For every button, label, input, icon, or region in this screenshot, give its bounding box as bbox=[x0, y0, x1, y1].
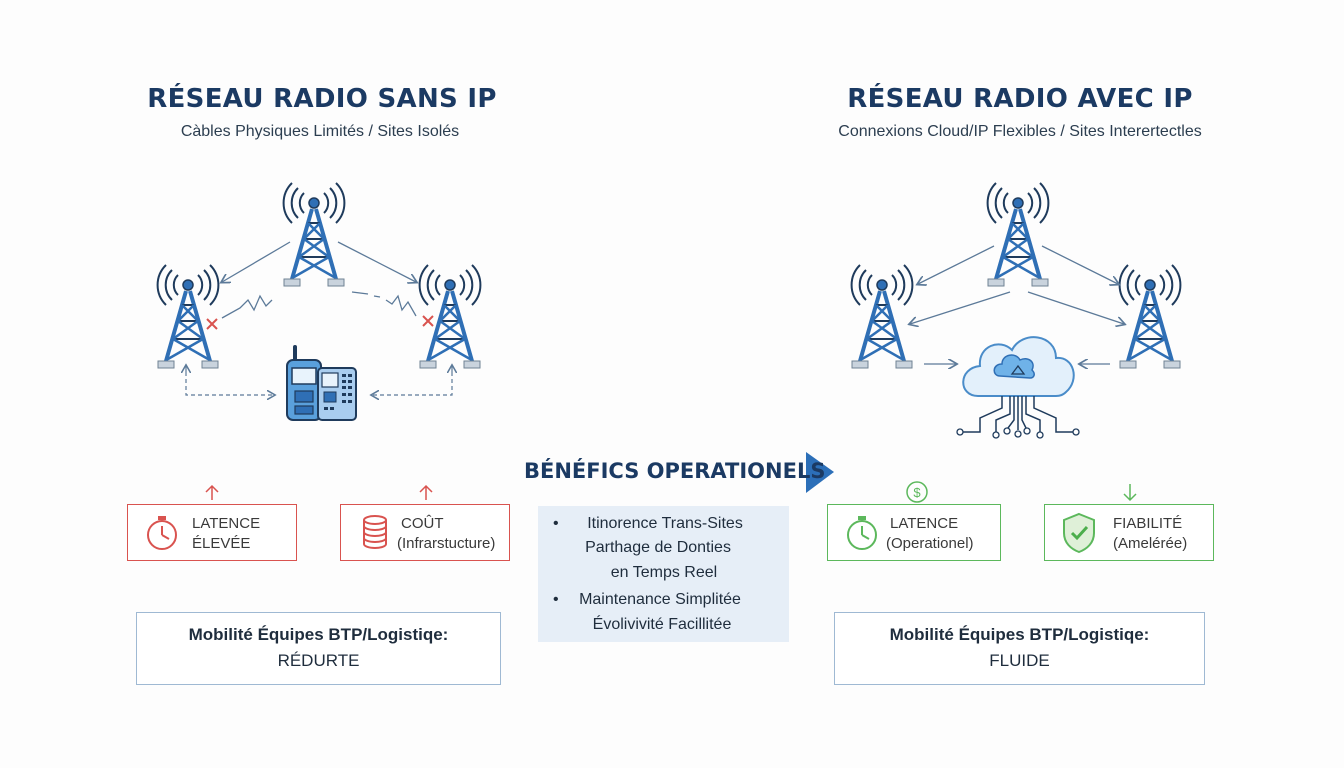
metric-sublabel: ÉLEVÉE bbox=[192, 535, 251, 552]
mobility-box-left: Mobilité Équipes BTP/Logistiqe: RÉDURTE bbox=[136, 612, 501, 685]
stopwatch-icon bbox=[147, 516, 177, 550]
metric-latency-operational: LATENCE (Operationel) bbox=[827, 504, 1001, 561]
cloud-icon bbox=[956, 336, 1080, 439]
metric-reliability: FIABILITÉ (Amelérée) bbox=[1044, 504, 1214, 561]
metric-sublabel: (Infrarstucture) bbox=[397, 535, 496, 552]
link-arrow bbox=[185, 372, 274, 395]
metric-sublabel: (Amelérée) bbox=[1113, 535, 1188, 552]
metric-cost: COÛT (Infrarstucture) bbox=[340, 504, 510, 561]
mobility-label: Mobilité Équipes BTP/Logistiqe: bbox=[889, 625, 1150, 644]
metric-label: LATENCE bbox=[890, 515, 959, 532]
benefits-panel: • Itinorence Trans-Sites Parthage de Don… bbox=[538, 506, 789, 642]
metric-label: LATENCE bbox=[192, 515, 261, 532]
left-title: RÉSEAU RADIO SANS IP bbox=[147, 84, 497, 114]
link-arrow bbox=[1041, 245, 1118, 284]
radio-handset-icon bbox=[286, 345, 357, 421]
link-arrow bbox=[910, 291, 1011, 324]
broken-link-icon bbox=[351, 291, 417, 317]
broken-link-icon bbox=[221, 294, 273, 319]
tower-icon bbox=[155, 263, 221, 370]
tower-icon bbox=[849, 263, 915, 370]
metric-label: COÛT bbox=[401, 515, 444, 532]
bullet: • bbox=[553, 591, 559, 608]
coin-stack-icon bbox=[363, 515, 387, 549]
link-arrow bbox=[918, 245, 995, 284]
play-arrow-icon bbox=[806, 452, 834, 493]
right-title: RÉSEAU RADIO AVEC IP bbox=[847, 84, 1193, 114]
benefit-item: Itinorence Trans-Sites bbox=[587, 515, 743, 532]
left-subtitle: Càbles Physiques Limités / Sites Isolés bbox=[180, 123, 460, 140]
metric-label: FIABILITÉ bbox=[1113, 515, 1183, 532]
tower-icon bbox=[1117, 263, 1183, 370]
link-arrow bbox=[222, 241, 291, 282]
benefit-item: en Temps Reel bbox=[610, 564, 718, 581]
tower-icon bbox=[417, 263, 483, 370]
metric-latency-high: LATENCE ÉLEVÉE bbox=[127, 504, 297, 561]
benefit-item: Parthage de Donties bbox=[585, 539, 731, 556]
dollar-icon: $ bbox=[906, 481, 928, 503]
link-arrow bbox=[337, 241, 416, 282]
error-x-icon bbox=[206, 315, 434, 330]
tower-icon bbox=[985, 181, 1051, 288]
link-arrow bbox=[372, 372, 453, 395]
benefit-item: Maintenance Simplitée bbox=[579, 591, 741, 608]
svg-text:$: $ bbox=[913, 485, 921, 500]
stopwatch-icon bbox=[847, 516, 877, 550]
shield-check-icon bbox=[1063, 512, 1095, 554]
link-arrow bbox=[1027, 291, 1124, 324]
benefits-heading: BÉNÉFICS OPERATIONELS bbox=[524, 459, 826, 483]
bullet: • bbox=[553, 515, 559, 532]
mobility-value: FLUIDE bbox=[989, 651, 1050, 670]
right-subtitle: Connexions Cloud/IP Flexibles / Sites In… bbox=[838, 123, 1202, 140]
tower-icon bbox=[281, 181, 347, 288]
metric-sublabel: (Operationel) bbox=[886, 535, 974, 552]
benefit-item: Évolivivité Facillitée bbox=[592, 616, 732, 633]
mobility-box-right: Mobilité Équipes BTP/Logistiqe: FLUIDE bbox=[834, 612, 1205, 685]
mobility-label: Mobilité Équipes BTP/Logistiqe: bbox=[188, 625, 449, 644]
mobility-value: RÉDURTE bbox=[277, 651, 360, 670]
